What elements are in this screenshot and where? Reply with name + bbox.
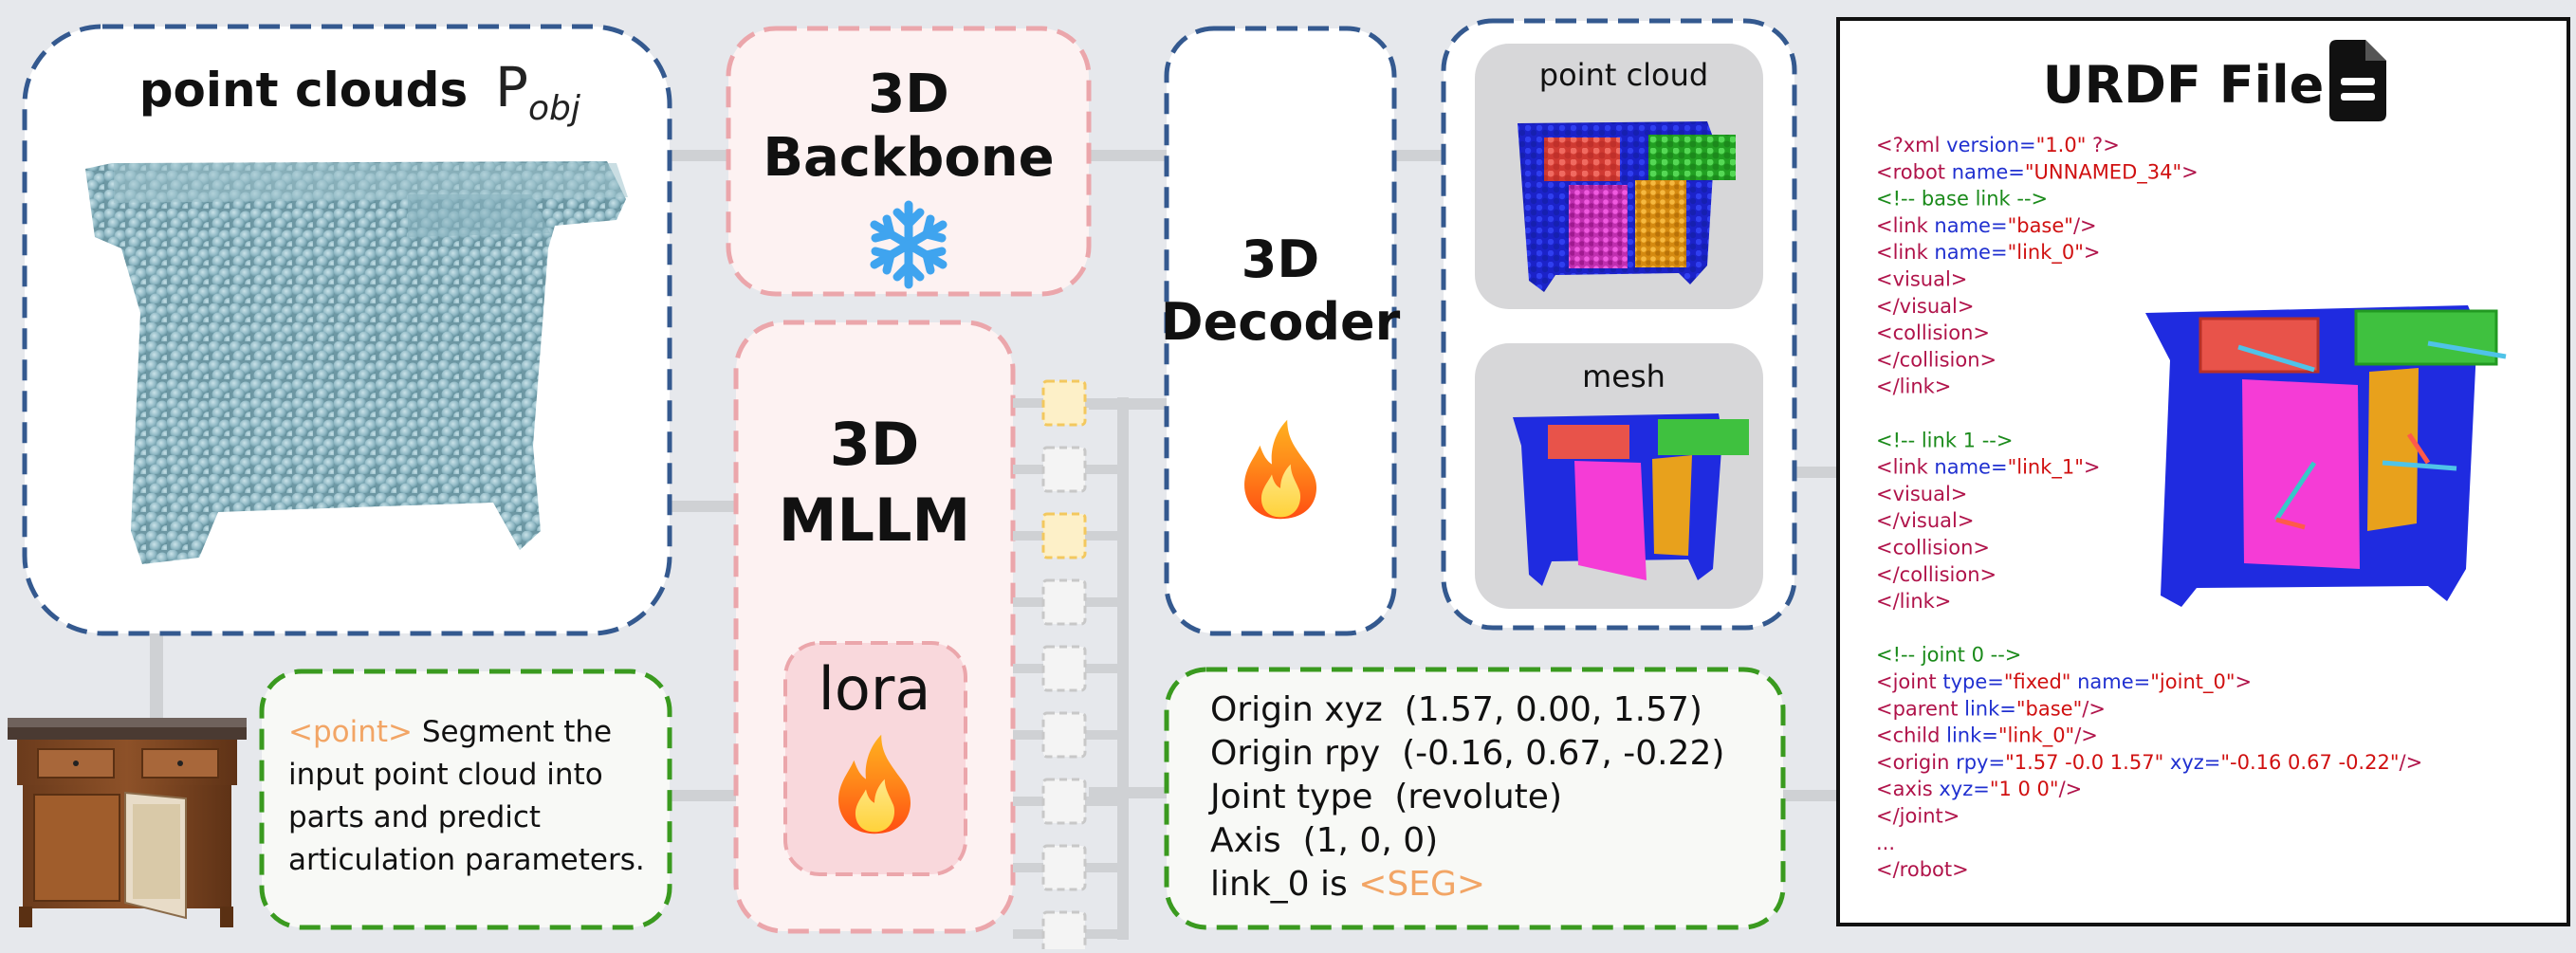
urdf-code-line: <robot name="UNNAMED_34"> <box>1876 160 2199 184</box>
prompt-line-1: <point> Segment the <box>288 715 612 749</box>
token <box>1041 844 1087 891</box>
urdf-code-line: </visual> <box>1876 295 1974 318</box>
connector-prompt-to-mllm <box>670 790 736 801</box>
prompt-line-4: articulation parameters. <box>288 843 645 877</box>
urdf-code: <?xml version="1.0" ?> <robot name="UNNAM… <box>1876 134 2422 881</box>
backbone-frame <box>726 26 1092 297</box>
connector-cloud-to-mllm <box>670 501 745 512</box>
cabinet-photo <box>8 718 247 927</box>
urdf-code-line: <parent link="base"/> <box>1876 697 2106 720</box>
urdf-code-line: <visual> <box>1876 483 1967 505</box>
urdf-code-line: <link name="base"/> <box>1876 214 2097 237</box>
token-highlighted <box>1041 512 1087 559</box>
token <box>1041 711 1087 759</box>
lora-panel: lora <box>783 641 967 876</box>
token <box>1041 446 1087 493</box>
urdf-code-line: <!-- base link --> <box>1876 188 2048 211</box>
token-highlighted <box>1041 379 1087 427</box>
connector-cloud-to-photo <box>150 633 163 728</box>
urdf-code-line: ... <box>1876 832 1895 854</box>
token <box>1041 645 1087 692</box>
decoder-title-line-2: Decoder <box>1161 292 1401 352</box>
urdf-code-line: </link> <box>1876 376 1951 398</box>
prompt-line-2: input point cloud into <box>288 758 603 792</box>
connector-answer-to-urdf <box>1783 790 1838 801</box>
point-cloud-cabinet <box>85 161 628 564</box>
token-column <box>1013 379 1129 953</box>
urdf-code-line: <!-- joint 0 --> <box>1876 644 2021 667</box>
prompt-frame <box>259 669 672 930</box>
answer-frame <box>1164 667 1786 930</box>
token <box>1041 910 1087 953</box>
urdf-code-line: <link name="link_0"> <box>1876 241 2101 265</box>
point-clouds-title: point clouds <box>139 63 468 118</box>
urdf-code-line: <collision> <box>1876 321 1990 344</box>
p-obj-symbol: Pobj <box>495 55 580 128</box>
decoder-frame <box>1164 26 1397 636</box>
lora-label: lora <box>819 654 931 724</box>
urdf-code-line: </visual> <box>1876 509 1974 532</box>
backbone-title-line-2: Backbone <box>763 127 1054 189</box>
urdf-code-line: <visual> <box>1876 268 1967 291</box>
urdf-code-line: </collision> <box>1876 563 1996 586</box>
decoder-panel: 3D Decoder <box>1161 26 1401 636</box>
urdf-code-line: <joint type="fixed" name="joint_0"> <box>1876 670 2252 694</box>
urdf-code-line: <axis xyz="1 0 0"/> <box>1876 778 2082 800</box>
urdf-cabinet-render <box>2145 305 2507 607</box>
file-icon <box>2329 40 2386 121</box>
mllm-panel: 3D MLLM lora <box>733 320 1016 934</box>
mesh-label: mesh <box>1582 358 1665 394</box>
answer-line-5: link_0 is <SEG> <box>1210 865 1485 904</box>
answer-line-1: Origin xyz (1.57, 0.00, 1.57) <box>1210 690 1702 729</box>
urdf-code-line: <origin rpy="1.57 -0.0 1.57" xyz="-0.16 … <box>1876 751 2422 774</box>
mllm-title-line-2: MLLM <box>779 486 970 555</box>
answer-line-4: Axis (1, 0, 0) <box>1210 821 1438 860</box>
mllm-title-line-1: 3D <box>830 410 920 479</box>
urdf-code-line: <collision> <box>1876 537 1990 559</box>
outputs-panel: point cloud mesh <box>1441 18 1797 631</box>
urdf-code-line: <link name="link_1"> <box>1876 456 2101 480</box>
urdf-title: URDF File <box>2043 55 2324 115</box>
prompt-panel: <point> Segment the input point cloud in… <box>259 669 672 930</box>
backbone-title-line-1: 3D <box>868 64 948 125</box>
urdf-code-line: </collision> <box>1876 348 1996 371</box>
segmented-point-cloud <box>1518 121 1736 292</box>
backbone-panel: 3D Backbone <box>726 26 1092 297</box>
urdf-code-line: </joint> <box>1876 805 1960 828</box>
prompt-line-3: parts and predict <box>288 800 541 834</box>
urdf-code-line: <!-- link 1 --> <box>1876 429 2013 451</box>
token <box>1041 778 1087 825</box>
pointcloud-label: point cloud <box>1539 57 1708 93</box>
token <box>1041 578 1087 626</box>
urdf-code-line: <?xml version="1.0" ?> <box>1876 134 2120 156</box>
point-clouds-panel: point clouds Pobj <box>22 24 672 636</box>
answer-panel: Origin xyz (1.57, 0.00, 1.57) Origin rpy… <box>1164 667 1786 930</box>
segmented-mesh <box>1513 413 1749 586</box>
connector-backbone-to-decoder <box>1089 150 1167 161</box>
answer-line-2: Origin rpy (-0.16, 0.67, -0.22) <box>1210 734 1724 773</box>
decoder-title-line-1: 3D <box>1242 229 1319 289</box>
urdf-code-line: <child link="link_0"/> <box>1876 724 2098 748</box>
urdf-code-line: </link> <box>1876 590 1951 613</box>
snowflake-icon <box>870 200 948 289</box>
connector-cloud-to-backbone <box>670 150 728 161</box>
urdf-panel: URDF File <?xml version="1.0" ?> <robot n… <box>1836 17 2570 926</box>
answer-line-3: Joint type (revolute) <box>1208 778 1562 816</box>
urdf-code-line: </robot> <box>1876 858 1969 881</box>
